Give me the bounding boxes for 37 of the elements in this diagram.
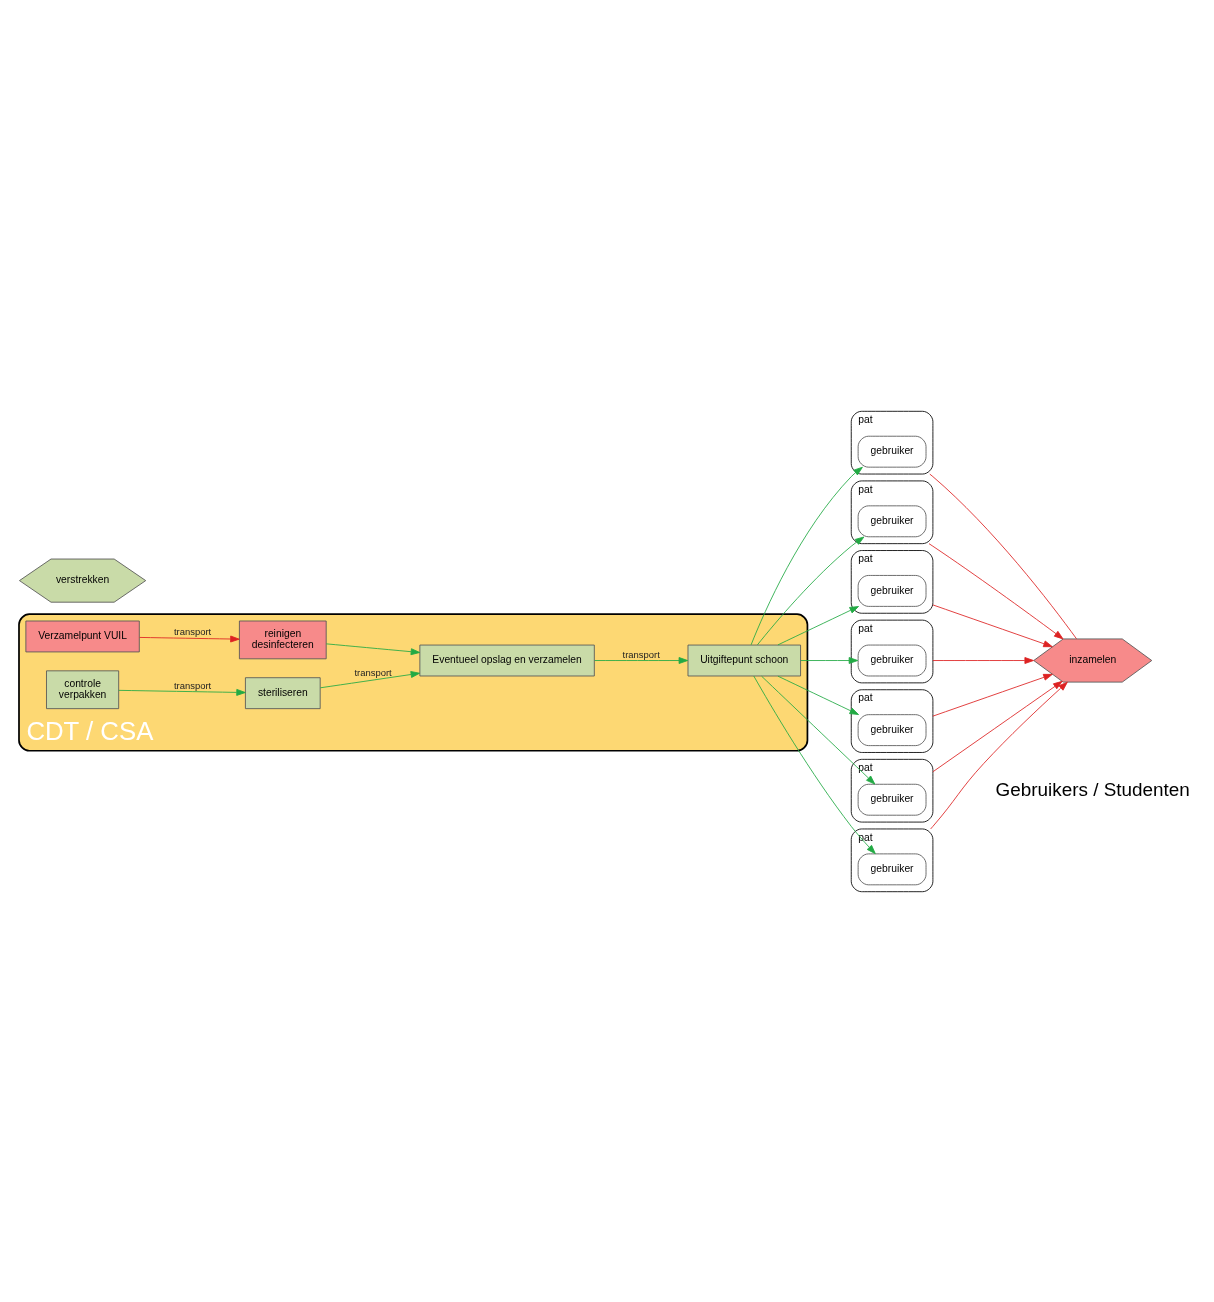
arrow (932, 673, 1053, 717)
arrow (750, 466, 863, 645)
edge-label: transport (622, 648, 660, 660)
arrow (932, 656, 1034, 664)
node-box: steriliseren (245, 676, 321, 709)
arrow (753, 675, 876, 854)
node-box: Uitgiftepunt schoon (687, 644, 801, 676)
node-box: controle verpakken (46, 669, 120, 709)
edge-label: transport (173, 679, 212, 691)
connector (929, 473, 1077, 639)
arrow (118, 688, 246, 696)
node-box: gebruiker (857, 644, 927, 676)
arrow (320, 670, 421, 688)
node-box: gebruiker (857, 783, 927, 816)
arrow (932, 603, 1053, 647)
node-box: reinigen desinfecteren (239, 620, 327, 659)
edge-label: transport (354, 666, 392, 678)
node-box: gebruiker (857, 852, 927, 885)
arrow (932, 680, 1063, 772)
node-box: gebruiker (857, 574, 927, 607)
node-box: gebruiker (857, 435, 927, 468)
edge-label: transport (173, 625, 212, 637)
arrow (930, 681, 1068, 829)
node-box: gebruiker (857, 504, 927, 537)
arrow (139, 635, 240, 642)
arrow (928, 542, 1064, 639)
node-box: gebruiker (857, 713, 927, 746)
arrow (777, 675, 859, 715)
node-box: Eventueel opslag en verzamelen (419, 644, 595, 676)
node-box: Verzamelpunt VUIL (25, 620, 140, 652)
arrow (761, 675, 876, 785)
arrow (756, 536, 865, 645)
arrow (594, 656, 689, 664)
arrow (325, 642, 421, 655)
arrow (800, 656, 859, 664)
arrow (777, 605, 859, 645)
label: Gebruikers / Studenten (995, 778, 1190, 800)
